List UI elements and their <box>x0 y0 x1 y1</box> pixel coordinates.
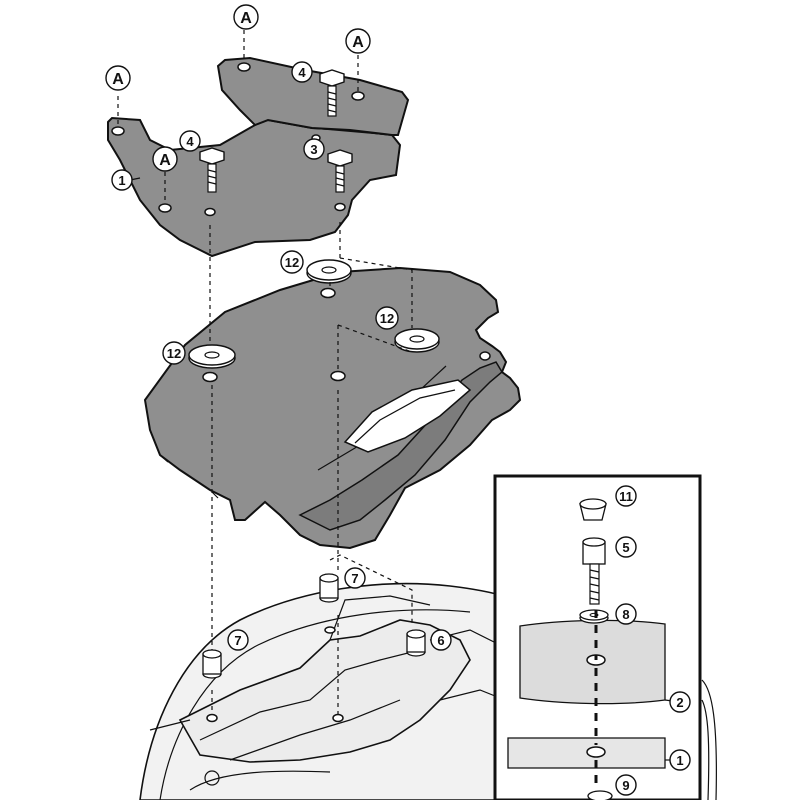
inset-callout-5: 5 <box>615 536 637 558</box>
washer-12-top <box>306 259 352 284</box>
label-a-3: A <box>345 28 371 54</box>
callout-6: 6 <box>430 629 452 651</box>
svg-text:7: 7 <box>351 571 358 586</box>
callout-3: 3 <box>303 138 325 160</box>
svg-text:A: A <box>159 152 171 169</box>
bolt-4-top <box>319 69 345 117</box>
washer-12-left <box>188 344 236 369</box>
svg-text:1: 1 <box>676 753 683 768</box>
svg-text:12: 12 <box>285 255 299 270</box>
bolt-3 <box>327 149 353 193</box>
svg-text:A: A <box>240 10 252 27</box>
callout-12-right: 12 <box>375 306 399 330</box>
svg-text:4: 4 <box>186 134 194 149</box>
svg-text:A: A <box>112 71 124 88</box>
callout-12-left: 12 <box>162 341 186 365</box>
svg-text:5: 5 <box>622 540 629 555</box>
washer-8 <box>579 609 609 624</box>
svg-text:A: A <box>352 34 364 51</box>
callout-4-top: 4 <box>291 61 313 83</box>
svg-text:12: 12 <box>167 346 181 361</box>
inset-detail: 11 5 8 2 1 9 <box>493 474 702 800</box>
svg-text:11: 11 <box>619 489 633 504</box>
svg-text:7: 7 <box>234 633 241 648</box>
svg-text:6: 6 <box>437 633 444 648</box>
svg-text:8: 8 <box>622 607 629 622</box>
inset-callout-2: 2 <box>669 691 691 713</box>
label-a-2: A <box>233 4 259 30</box>
callout-1: 1 <box>111 169 141 191</box>
callout-7-left: 7 <box>227 629 249 651</box>
svg-text:4: 4 <box>298 65 306 80</box>
bushing-11 <box>579 498 607 521</box>
inset-callout-9: 9 <box>615 774 637 796</box>
label-a-1: A <box>105 65 131 91</box>
spacer-7-right <box>319 573 339 603</box>
svg-text:3: 3 <box>310 142 317 157</box>
rack-plate <box>143 266 522 550</box>
bolt-4-left <box>199 147 225 193</box>
inset-callout-8: 8 <box>615 603 637 625</box>
inset-callout-11: 11 <box>615 485 637 507</box>
inset-callout-1: 1 <box>669 749 691 771</box>
callout-12-top: 12 <box>280 250 304 274</box>
spacer-6 <box>406 629 426 657</box>
svg-text:12: 12 <box>380 311 394 326</box>
bolt-5 <box>582 537 606 605</box>
svg-text:1: 1 <box>118 173 125 188</box>
mounting-plate <box>107 56 410 258</box>
svg-text:9: 9 <box>622 778 629 793</box>
callout-4-left: 4 <box>179 130 201 152</box>
label-a-4: A <box>152 146 178 172</box>
washer-12-right <box>394 328 440 353</box>
spacer-7-left <box>202 649 222 679</box>
motorcycle-tail <box>139 582 531 800</box>
svg-text:2: 2 <box>676 695 683 710</box>
callout-7-right: 7 <box>344 567 366 589</box>
